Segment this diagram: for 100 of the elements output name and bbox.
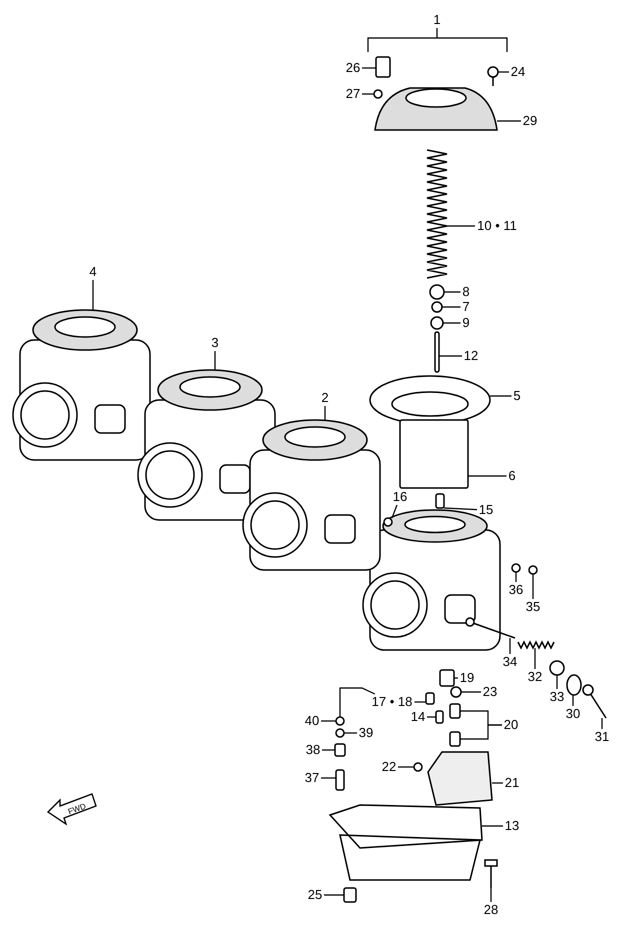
part-drawing xyxy=(439,669,455,687)
leader-line xyxy=(444,507,478,510)
part-drawing xyxy=(242,419,381,571)
part-drawing xyxy=(517,640,555,650)
part-drawing xyxy=(465,617,516,639)
part-drawing xyxy=(335,769,345,791)
part-drawing xyxy=(435,493,445,509)
leader-line xyxy=(321,720,336,722)
leader-line xyxy=(460,724,502,740)
leader-line xyxy=(532,574,534,599)
callout-number: 21 xyxy=(504,776,520,790)
leader-line xyxy=(414,701,426,703)
part-drawing xyxy=(582,684,607,718)
part-drawing xyxy=(413,762,423,772)
callout-number: 35 xyxy=(526,600,540,614)
part-drawing xyxy=(450,686,462,698)
leader-line xyxy=(427,716,436,718)
callout-number: 12 xyxy=(464,349,478,363)
leader-line xyxy=(344,732,357,734)
leader-line xyxy=(601,718,603,729)
part-drawing xyxy=(429,284,445,300)
leader-line xyxy=(515,572,517,582)
part-drawing xyxy=(487,66,499,86)
part-drawing xyxy=(528,565,538,575)
callout-number: 13 xyxy=(504,819,520,833)
leader-line xyxy=(498,71,509,73)
leader-line xyxy=(468,475,506,477)
callout-number: 10 • 11 xyxy=(477,219,517,233)
part-drawing xyxy=(435,710,444,724)
leader-line xyxy=(482,825,503,827)
part-drawing xyxy=(374,87,498,131)
callout-number: 2 xyxy=(321,391,329,405)
direction-label: FWD xyxy=(66,802,88,816)
part-drawing xyxy=(484,859,498,888)
part-drawing xyxy=(449,703,461,719)
callout-number: 24 xyxy=(510,65,526,79)
leader-line xyxy=(439,355,462,357)
part-drawing xyxy=(334,743,346,757)
callout-number: 23 xyxy=(482,685,498,699)
leader-line xyxy=(454,677,458,679)
callout-number: 20 xyxy=(504,718,518,732)
leader-line xyxy=(322,749,335,751)
callout-number: 34 xyxy=(502,655,518,669)
part-drawing xyxy=(335,716,345,726)
callout-number: 1 xyxy=(433,13,441,27)
callout-number: 4 xyxy=(89,265,97,279)
leader-line xyxy=(92,280,94,310)
leader-line xyxy=(444,291,460,293)
callout-number: 36 xyxy=(508,583,524,597)
callout-number: 14 xyxy=(410,710,426,724)
leader-line xyxy=(490,395,512,397)
callout-number: 7 xyxy=(462,300,470,314)
leader-line xyxy=(556,675,558,689)
callout-number: 26 xyxy=(346,61,360,75)
part-drawing xyxy=(335,728,345,738)
callout-number: 22 xyxy=(382,760,396,774)
leader-line xyxy=(398,766,414,768)
callout-number: 40 xyxy=(304,714,320,728)
part-drawing xyxy=(427,751,493,806)
callout-number: 39 xyxy=(358,726,374,740)
callout-number: 33 xyxy=(550,690,564,704)
leader-line xyxy=(324,894,344,896)
part-drawing xyxy=(425,692,435,705)
leader-line xyxy=(443,322,460,324)
leader-line xyxy=(447,225,475,227)
leader-line xyxy=(442,306,460,308)
callout-number: 15 xyxy=(478,503,494,517)
part-drawing xyxy=(343,887,357,903)
leader-line xyxy=(572,695,574,706)
leader-line xyxy=(339,687,376,717)
leader-line xyxy=(362,93,374,95)
callout-number: 30 xyxy=(566,707,580,721)
leader-line xyxy=(497,120,521,122)
part-drawing xyxy=(375,56,391,78)
leader-line xyxy=(461,691,481,693)
callout-number: 9 xyxy=(462,316,470,330)
callout-number: 25 xyxy=(308,888,322,902)
callout-number: 29 xyxy=(522,114,538,128)
leader-line xyxy=(490,888,492,902)
callout-number: 5 xyxy=(513,389,521,403)
part-drawing xyxy=(511,563,521,573)
part-drawing xyxy=(430,316,444,330)
leader-line xyxy=(324,406,326,420)
part-drawing xyxy=(426,149,448,279)
callout-number: 8 xyxy=(462,285,470,299)
callout-number: 17 • 18 xyxy=(372,695,412,709)
part-drawing xyxy=(12,309,151,461)
callout-number: 6 xyxy=(508,469,516,483)
part-drawing xyxy=(373,89,383,99)
part-drawing xyxy=(549,660,565,676)
part-drawing xyxy=(566,674,582,696)
leader-line xyxy=(321,777,336,779)
callout-number: 38 xyxy=(306,743,320,757)
part-drawing xyxy=(434,331,440,373)
callout-number: 28 xyxy=(484,903,498,917)
leader-line xyxy=(534,648,536,669)
part-drawing xyxy=(431,301,443,313)
callout-number: 16 xyxy=(392,490,408,504)
part-drawing xyxy=(383,517,393,527)
leader-line xyxy=(391,504,398,518)
